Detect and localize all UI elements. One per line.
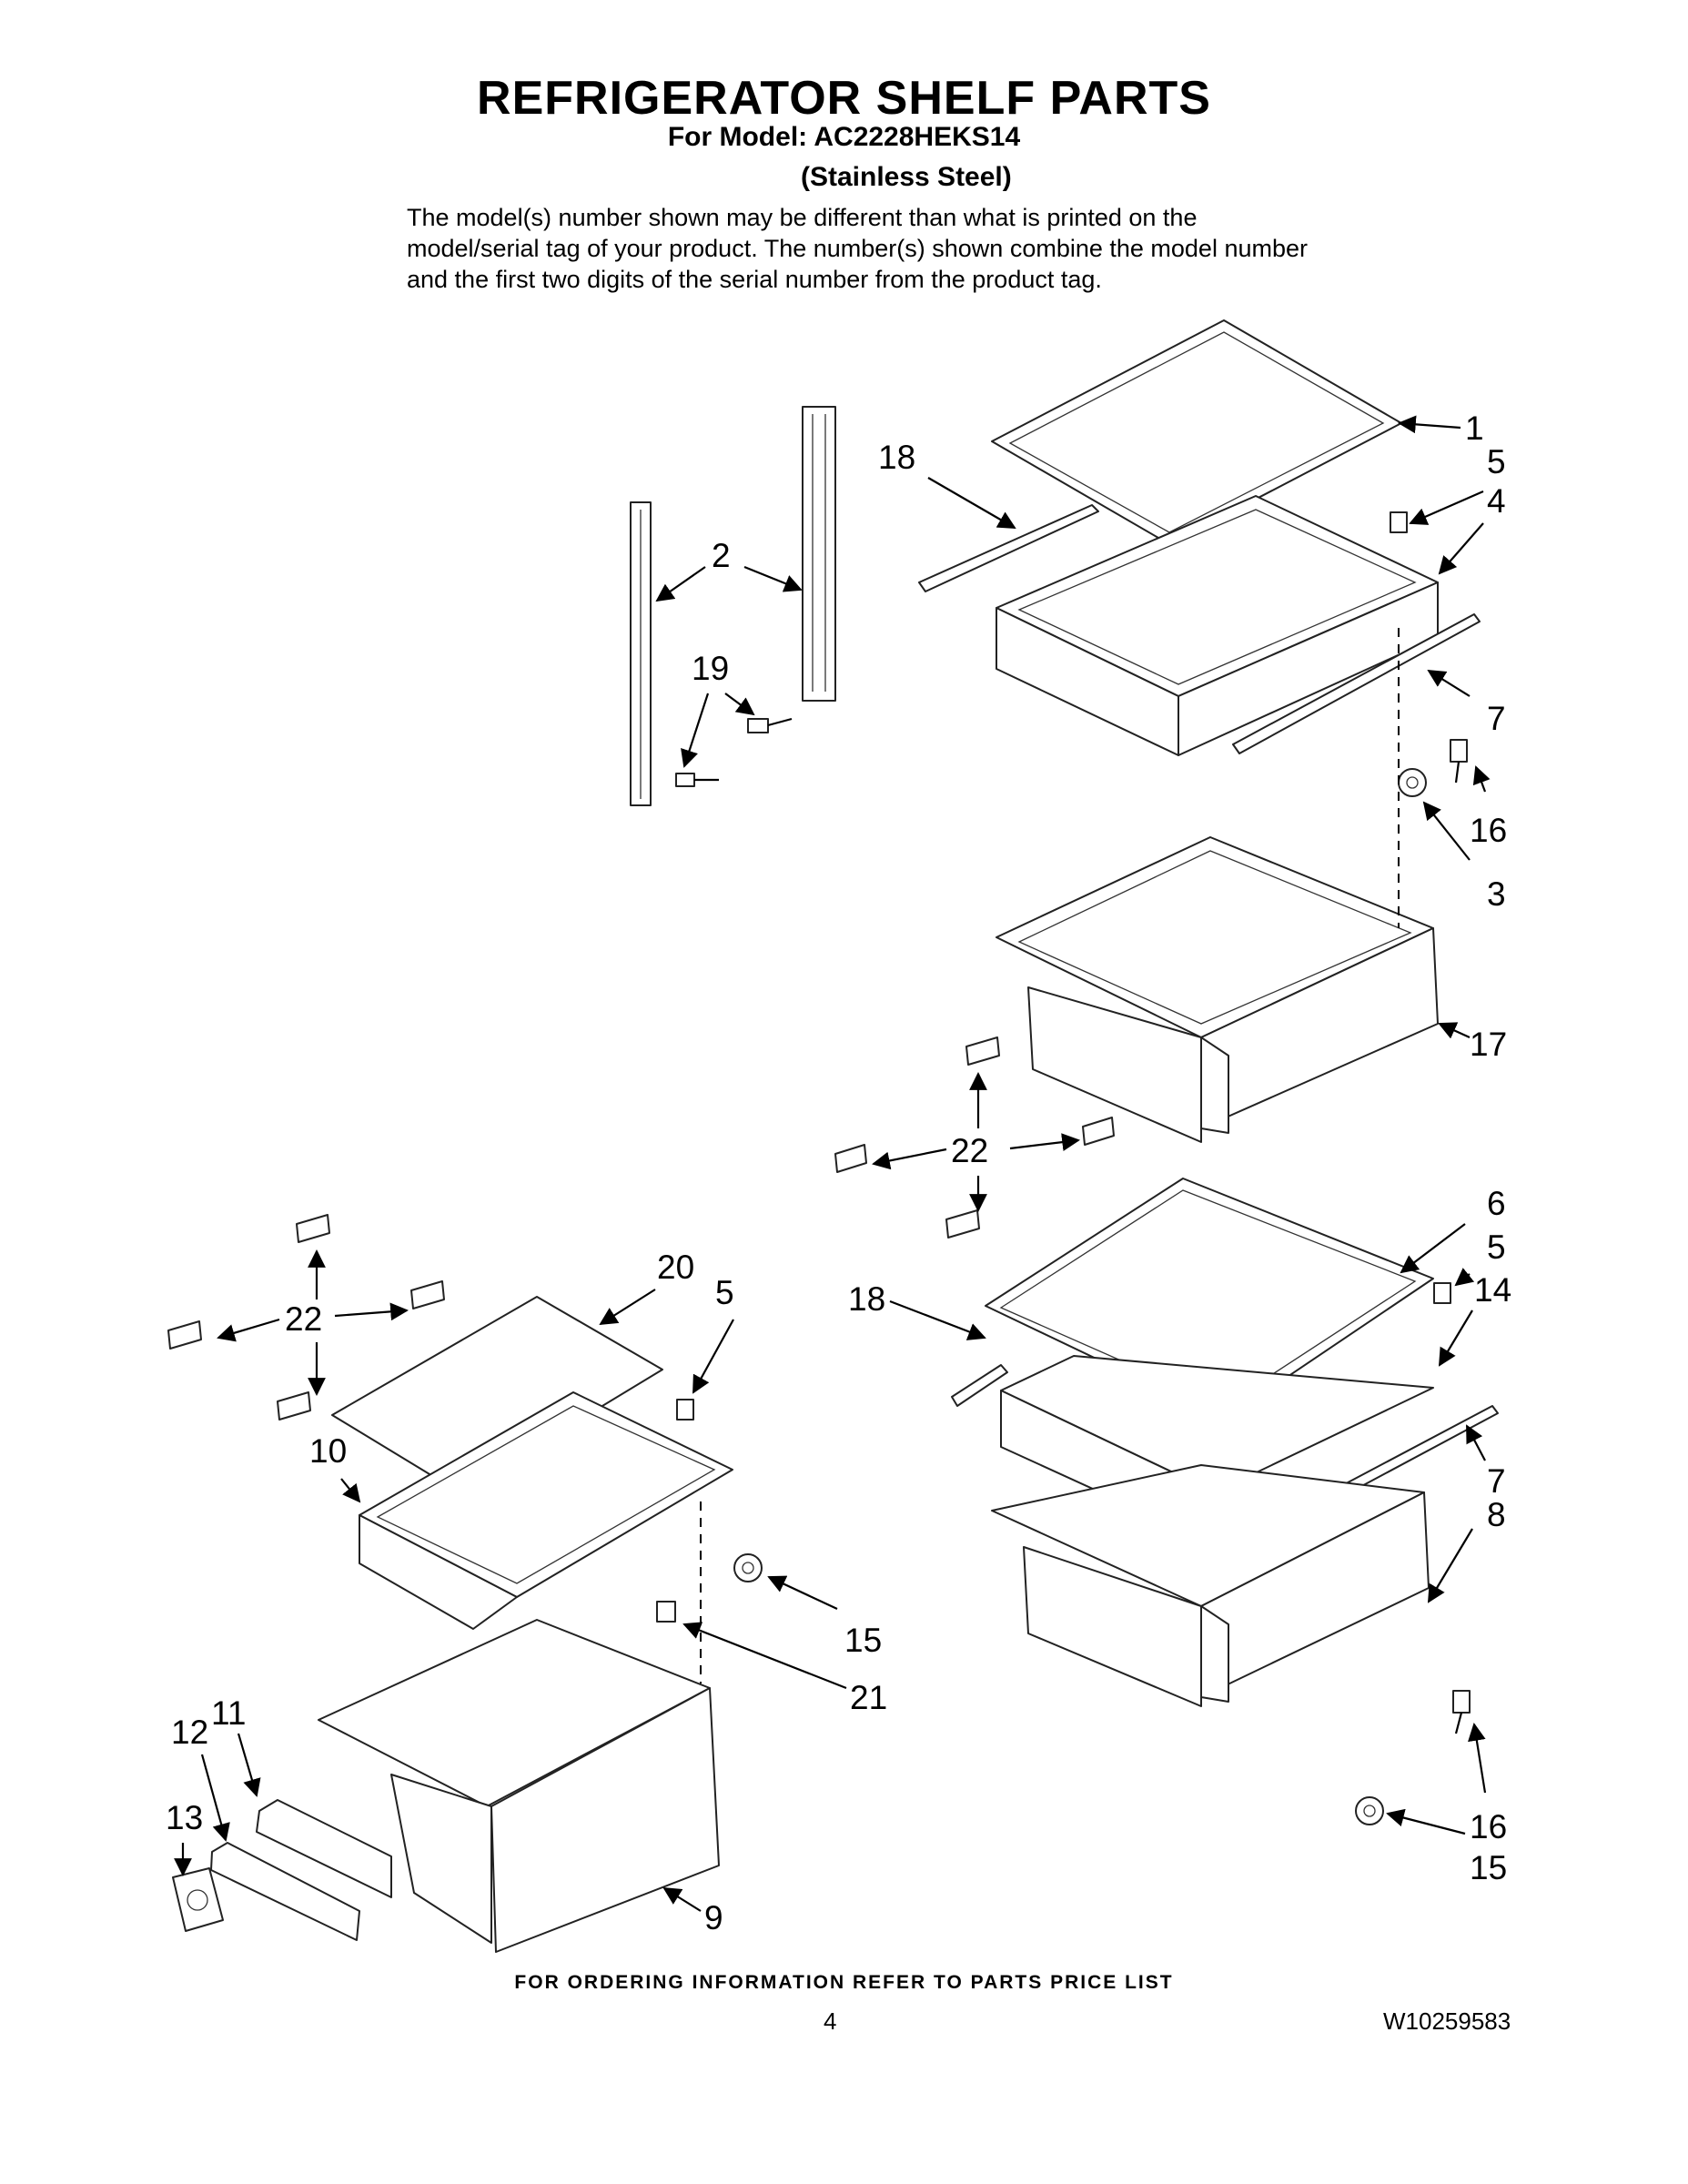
crisper-drawer-left bbox=[318, 1619, 720, 1953]
callout-7-lower: 7 bbox=[1487, 1462, 1506, 1500]
leader-lines bbox=[174, 415, 1491, 1912]
shelf-rail-right bbox=[802, 406, 836, 702]
model-note: The model(s) number shown may be differe… bbox=[407, 204, 1308, 293]
spacer-clip-3 bbox=[1082, 1117, 1115, 1146]
callout-5-mid: 5 bbox=[1487, 1228, 1506, 1266]
callout-5-left: 5 bbox=[715, 1274, 734, 1311]
rail-screw-1 bbox=[675, 773, 719, 787]
callout-2: 2 bbox=[712, 537, 731, 574]
drawer-roller-left bbox=[733, 1553, 763, 1582]
callout-16-top: 16 bbox=[1470, 812, 1507, 849]
callout-14: 14 bbox=[1474, 1271, 1511, 1309]
model-line: For Model: AC2228HEKS14 bbox=[667, 122, 1021, 152]
ordering-info: FOR ORDERING INFORMATION REFER TO PARTS … bbox=[514, 1972, 1174, 1993]
callout-11: 11 bbox=[211, 1694, 246, 1732]
color-line: (Stainless Steel) bbox=[801, 162, 1012, 192]
roller-screw-lower bbox=[1452, 1690, 1471, 1734]
callout-17: 17 bbox=[1470, 1026, 1507, 1063]
callout-1: 1 bbox=[1465, 410, 1484, 447]
cover-trim-strip-lower bbox=[951, 1364, 1008, 1407]
crisper-drawer-upper bbox=[996, 836, 1439, 1143]
slide-rail-upper bbox=[1232, 613, 1481, 754]
callout-9: 9 bbox=[704, 1899, 723, 1936]
callout-16-lower: 16 bbox=[1470, 1808, 1507, 1845]
callout-15-lower: 15 bbox=[1470, 1849, 1507, 1886]
callout-6: 6 bbox=[1487, 1185, 1506, 1222]
drawer-roller-lower bbox=[1355, 1796, 1384, 1825]
shelf-rail-left bbox=[630, 501, 652, 806]
crisper-cover-frame-upper bbox=[996, 495, 1439, 756]
page-number: 4 bbox=[824, 2007, 837, 2035]
callout-21: 21 bbox=[850, 1679, 887, 1716]
callout-10: 10 bbox=[309, 1432, 347, 1470]
glass-shelf-left bbox=[331, 1296, 663, 1493]
crisper-cover-frame-left bbox=[359, 1391, 733, 1630]
callout-7-top: 7 bbox=[1487, 700, 1506, 737]
callout-20: 20 bbox=[657, 1249, 694, 1286]
spacer-clip-5 bbox=[296, 1214, 330, 1243]
spacer-clip-1 bbox=[965, 1036, 1000, 1066]
cover-clip-3 bbox=[676, 1399, 694, 1421]
callout-15-left: 15 bbox=[844, 1622, 882, 1659]
crisper-drawer-lower bbox=[991, 1464, 1430, 1707]
spacer-clip-4 bbox=[945, 1209, 980, 1239]
callout-22-right: 22 bbox=[951, 1132, 988, 1169]
cover-clip-1 bbox=[1390, 511, 1408, 533]
callout-13: 13 bbox=[166, 1799, 203, 1836]
callout-22-left: 22 bbox=[285, 1300, 322, 1338]
spacer-clip-6 bbox=[167, 1320, 202, 1350]
callout-18-lower: 18 bbox=[848, 1280, 885, 1318]
cover-trim-strip-upper bbox=[918, 504, 1099, 592]
rail-screw-2 bbox=[747, 717, 793, 733]
callout-8: 8 bbox=[1487, 1496, 1506, 1533]
callout-12: 12 bbox=[171, 1714, 208, 1751]
humidity-control-plate bbox=[210, 1842, 360, 1941]
spacer-clip-2 bbox=[834, 1144, 867, 1173]
roller-screw-upper bbox=[1450, 739, 1468, 784]
roller-stud-left bbox=[656, 1601, 676, 1623]
callout-4: 4 bbox=[1487, 482, 1506, 520]
cover-clip-2 bbox=[1433, 1282, 1451, 1304]
callout-3: 3 bbox=[1487, 875, 1506, 913]
callout-19: 19 bbox=[692, 650, 729, 687]
crisper-cover-frame-top bbox=[991, 319, 1402, 545]
drawer-roller-upper bbox=[1398, 768, 1427, 797]
humidity-control-knob bbox=[172, 1867, 224, 1932]
document-number: W10259583 bbox=[1383, 2007, 1511, 2035]
spacer-clip-8 bbox=[277, 1391, 311, 1421]
humidity-control-slide bbox=[256, 1799, 392, 1898]
callout-18-top: 18 bbox=[878, 439, 915, 476]
callout-5-top: 5 bbox=[1487, 443, 1506, 480]
spacer-clip-7 bbox=[410, 1280, 445, 1309]
page-title: REFRIGERATOR SHELF PARTS bbox=[477, 72, 1211, 125]
